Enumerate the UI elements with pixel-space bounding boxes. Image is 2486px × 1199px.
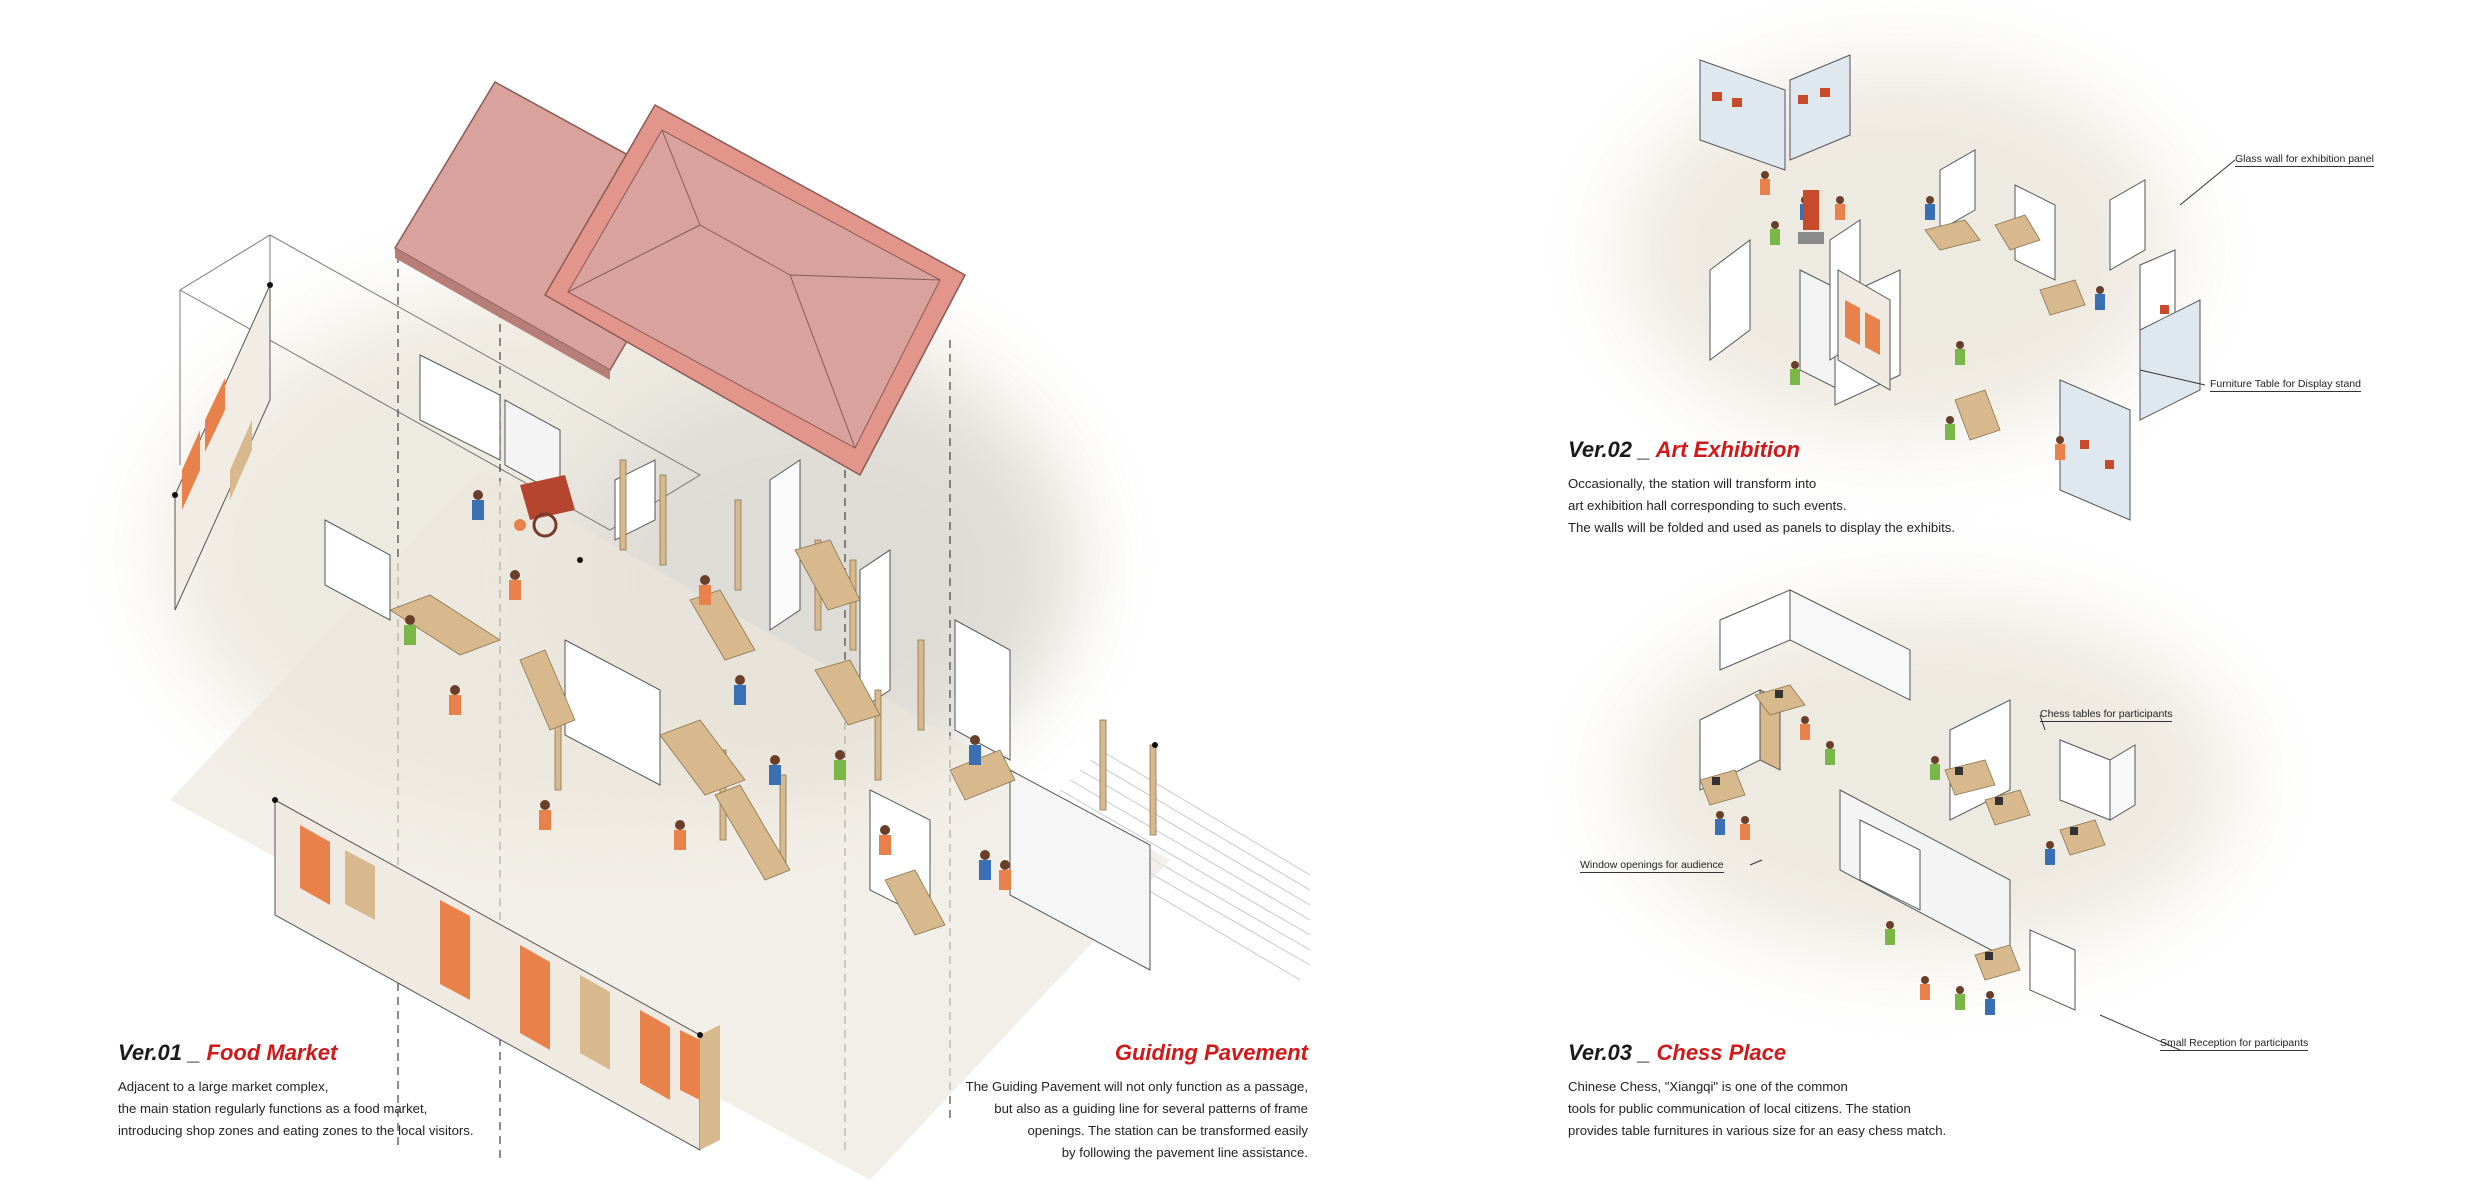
caption-line: the main station regularly functions as … — [118, 1101, 428, 1116]
chess-walls — [1699, 589, 2136, 1011]
column-tops — [172, 282, 1158, 1038]
exhibition-people — [1760, 171, 2105, 460]
annotation-chess-tables: Chess tables for participants — [2040, 708, 2173, 722]
produce-cart — [514, 475, 575, 538]
annotation-small-reception: Small Reception for participants — [2160, 1037, 2309, 1051]
version-name: Food Market — [206, 1040, 338, 1065]
annotation-window-openings: Window openings for audience — [1580, 859, 1724, 873]
exhibition-wall-orange — [1837, 269, 1891, 391]
caption-title: Guiding Pavement — [966, 1040, 1308, 1066]
annotation-glass-wall: Glass wall for exhibition panel — [2235, 153, 2374, 167]
caption-line: The Guiding Pavement will not only funct… — [965, 1079, 1308, 1094]
version-label: Ver.03 _ — [1568, 1040, 1651, 1065]
caption-line: Occasionally, the station will transform… — [1568, 476, 1817, 491]
caption-title: Ver.02 _ Art Exhibition — [1568, 437, 1955, 463]
version-name: Guiding Pavement — [1114, 1040, 1308, 1065]
caption-line: provides table furnitures in various siz… — [1568, 1123, 1947, 1138]
people-figures — [404, 490, 1011, 890]
caption-body: Adjacent to a large market complex, the … — [118, 1076, 474, 1142]
chess-people — [1715, 716, 2055, 1015]
caption-food-market: Ver.01 _ Food Market Adjacent to a large… — [118, 1040, 474, 1142]
roof-right — [543, 103, 967, 477]
front-facade — [274, 799, 720, 1151]
market-tables — [389, 539, 1016, 936]
caption-body: Occasionally, the station will transform… — [1568, 473, 1955, 539]
exhibition-leader-lines — [2139, 159, 2236, 386]
version-label: Ver.02 _ — [1568, 437, 1651, 462]
chess-leader-lines — [1749, 714, 2181, 1051]
caption-title: Ver.01 _ Food Market — [118, 1040, 474, 1066]
caption-body: The Guiding Pavement will not only funct… — [966, 1076, 1308, 1164]
caption-body: Chinese Chess, "Xiangqi" is one of the c… — [1568, 1076, 1946, 1142]
annotation-furniture-table: Furniture Table for Display stand — [2210, 378, 2361, 392]
caption-line: but also as a guiding line for several p… — [994, 1101, 1308, 1116]
caption-line: openings. The station can be transformed… — [1027, 1123, 1308, 1138]
version-label: Ver.01 _ — [118, 1040, 201, 1065]
version-name: Chess Place — [1656, 1040, 1787, 1065]
exhibit-frames — [1712, 88, 2169, 469]
caption-line: by following the pavement line assistanc… — [1061, 1145, 1308, 1160]
display-tables — [1924, 214, 2086, 441]
caption-line: Chinese Chess, "Xiangqi" is one of the c… — [1568, 1079, 1848, 1094]
version-name: Art Exhibition — [1655, 437, 1800, 462]
left-facade — [174, 284, 271, 611]
caption-line: The walls will be folded and used as pan… — [1568, 520, 1956, 535]
floor-plate — [170, 470, 1170, 1180]
caption-line: Adjacent to a large market complex, — [118, 1079, 329, 1094]
caption-art-exhibition: Ver.02 _ Art Exhibition Occasionally, th… — [1568, 437, 1955, 539]
chess-boards — [1712, 690, 2078, 960]
caption-guiding-pavement: Guiding Pavement The Guiding Pavement wi… — [966, 1040, 1308, 1164]
statue — [1798, 190, 1824, 244]
caption-line: tools for public communication of local … — [1568, 1101, 1911, 1116]
caption-line: art exhibition hall corresponding to suc… — [1568, 498, 1847, 513]
caption-chess-place: Ver.03 _ Chess Place Chinese Chess, "Xia… — [1568, 1040, 1946, 1142]
caption-line: introducing shop zones and eating zones … — [118, 1123, 474, 1138]
caption-title: Ver.03 _ Chess Place — [1568, 1040, 1946, 1066]
